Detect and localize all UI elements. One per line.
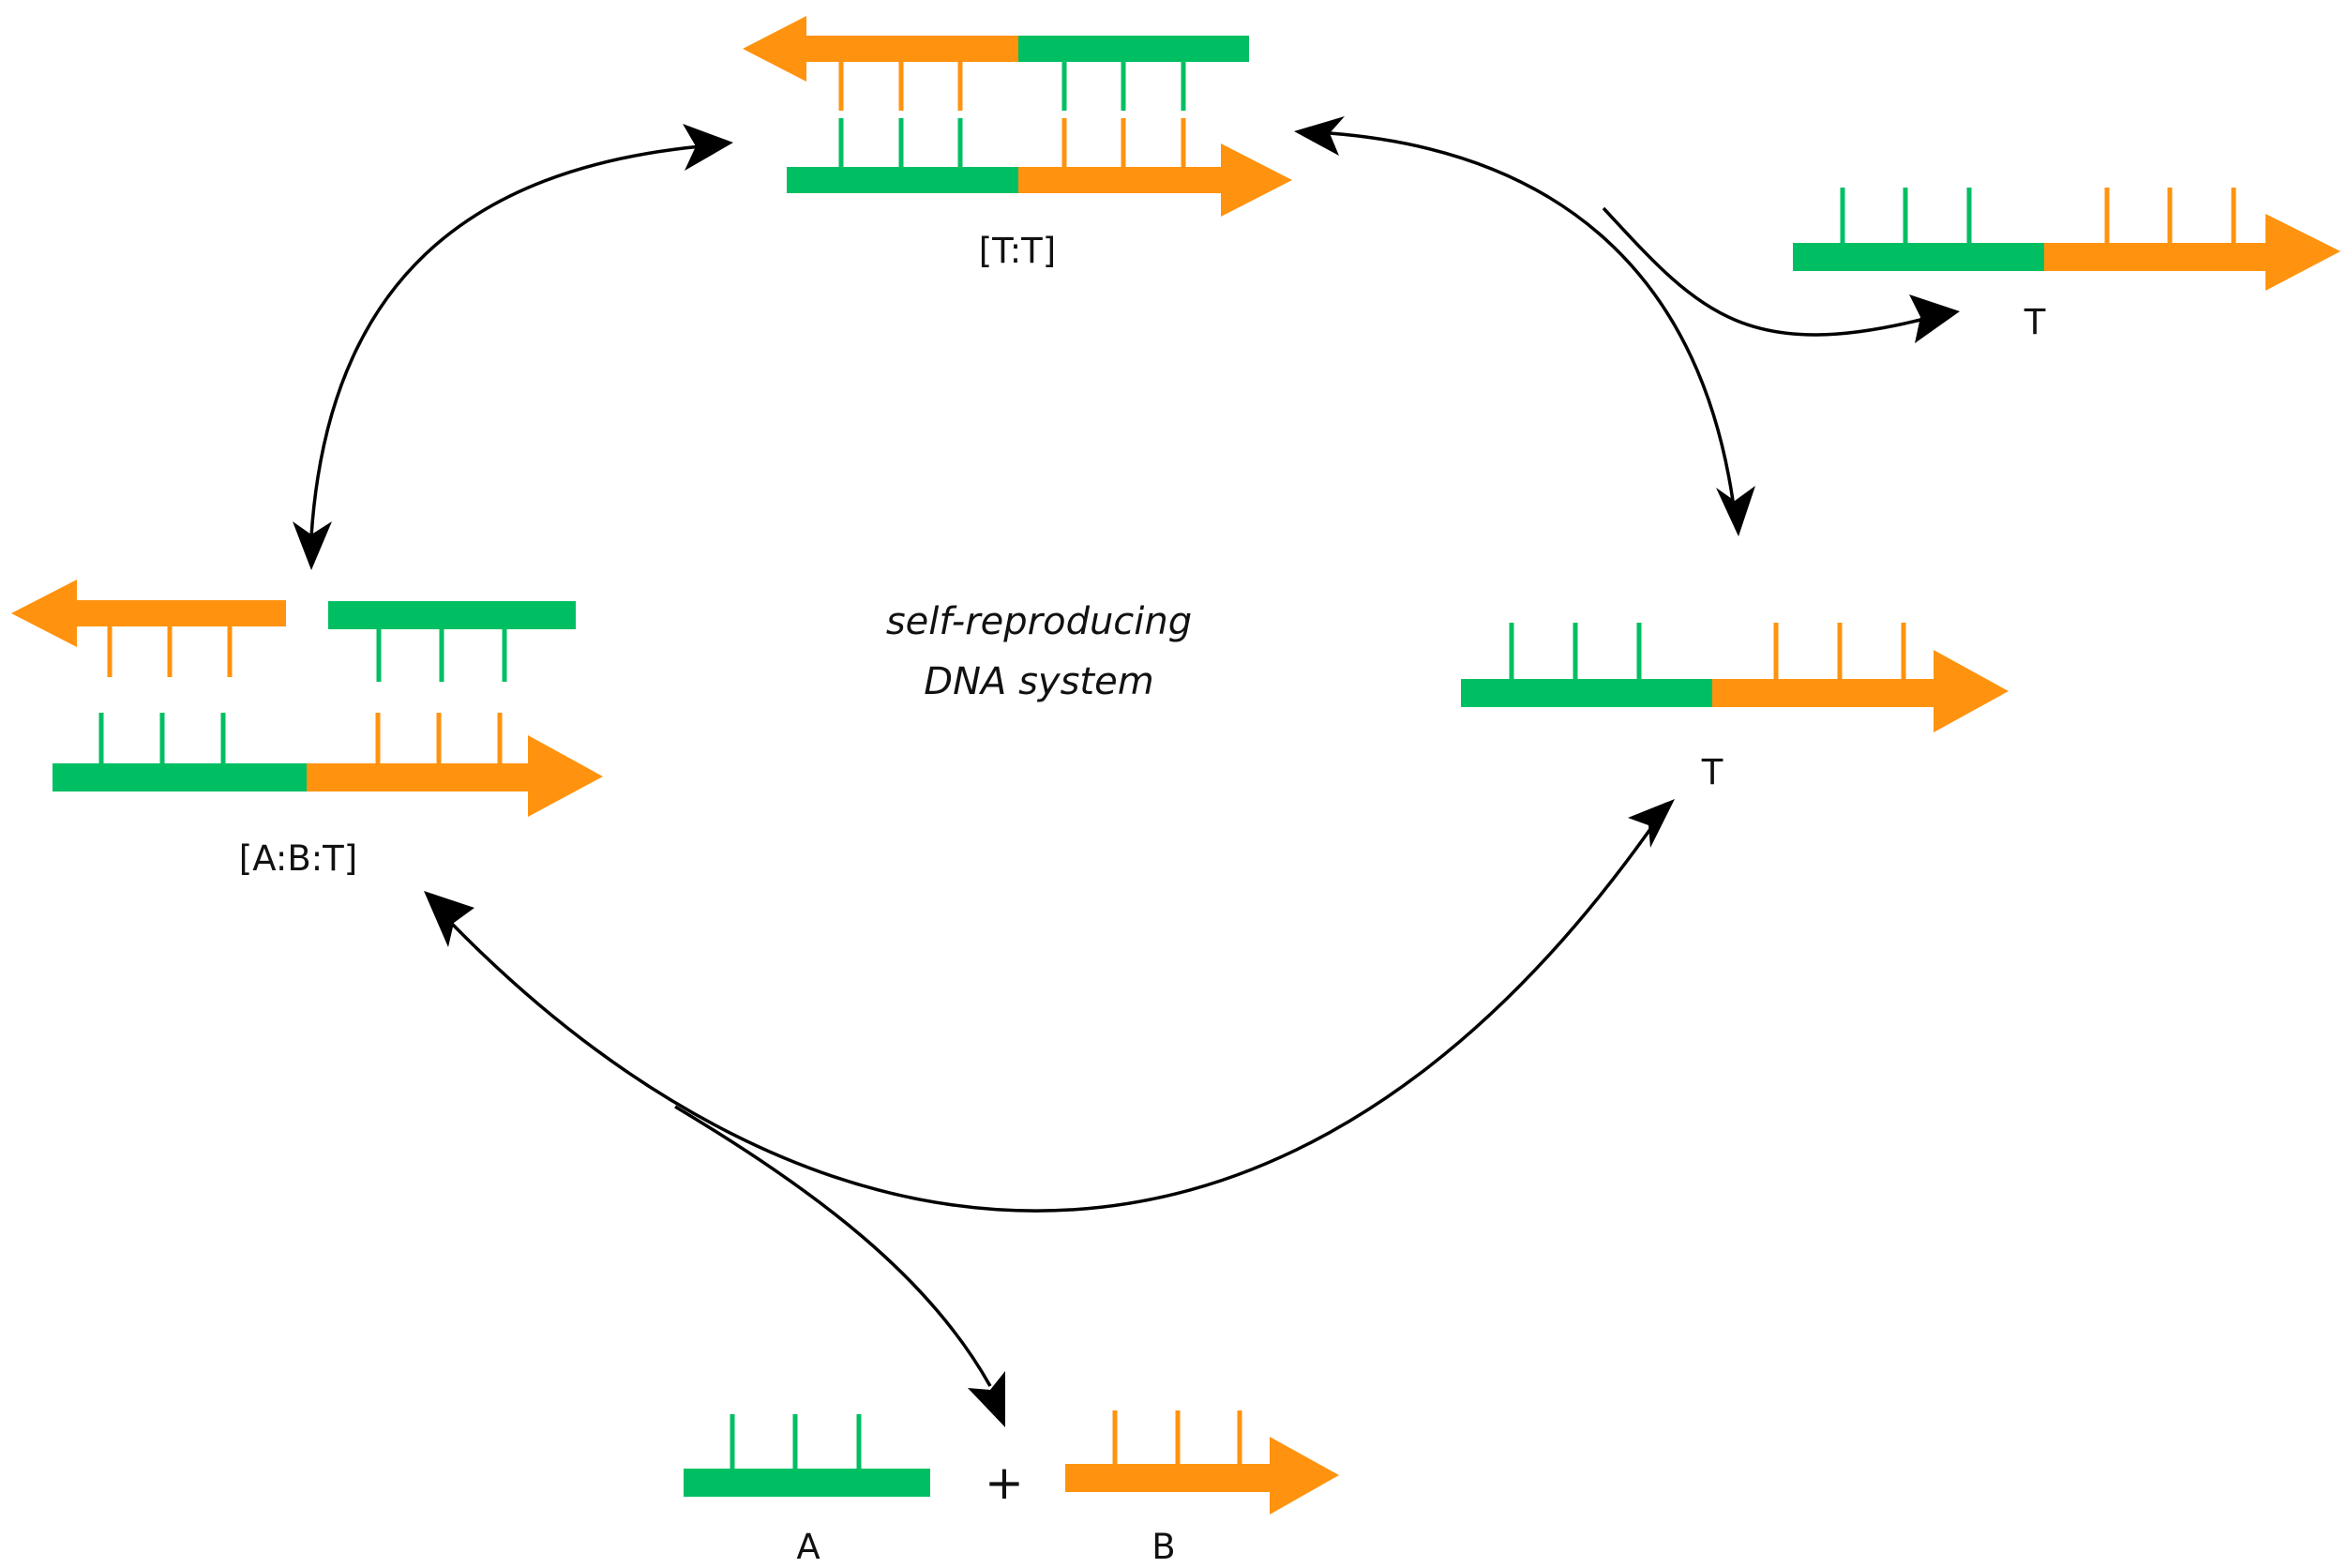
- green-bases: [730, 1414, 862, 1469]
- arrowhead-right: [1270, 1437, 1339, 1515]
- a-label: A: [796, 1527, 820, 1567]
- arrow-abt-to-template-loop: [424, 799, 1675, 1213]
- arrowhead: [968, 1371, 1005, 1427]
- released-template-strand: T: [1793, 188, 2340, 342]
- plus-sign: +: [985, 1455, 1024, 1510]
- orange-bases: [1061, 118, 1186, 167]
- arrowhead: [293, 521, 332, 570]
- arrowhead: [1909, 294, 1960, 343]
- arrow-release-t: [1602, 206, 1960, 343]
- abt-a-strand: [328, 601, 576, 682]
- orange-bases: [1773, 623, 1906, 679]
- abt-b-strand: [11, 580, 286, 677]
- template-t-label: T: [1701, 752, 1723, 792]
- orange-bases: [2104, 188, 2236, 243]
- orange-bases: [1112, 1410, 1242, 1465]
- arrowhead-right: [1221, 143, 1292, 217]
- arrowhead: [1628, 799, 1675, 848]
- arrowhead-right: [1934, 650, 2009, 732]
- tt-lower-strand: [787, 118, 1292, 217]
- arrowhead: [424, 891, 474, 947]
- tt-label: [T:T]: [979, 231, 1056, 271]
- orange-bases: [838, 62, 963, 111]
- abt-t-strand: [53, 713, 603, 817]
- abt-complex: [A:B:T]: [11, 580, 603, 879]
- free-strands: A + B: [684, 1410, 1339, 1567]
- green-bases: [98, 713, 226, 763]
- template-strand: T: [1461, 623, 2009, 792]
- green-bases: [1509, 623, 1642, 679]
- arrow-tt-to-template: [1294, 116, 1755, 536]
- released-t-label: T: [2024, 302, 2046, 342]
- strand-a: A: [684, 1414, 930, 1567]
- arrowhead: [683, 124, 733, 171]
- caption-line-2: DNA system: [924, 660, 1153, 703]
- arrow-abt-to-tt: [293, 124, 733, 570]
- tt-upper-strand: [743, 16, 1249, 111]
- abt-label: [A:B:T]: [239, 838, 357, 879]
- orange-bases: [107, 626, 233, 677]
- green-bases: [376, 629, 507, 682]
- green-bases: [1061, 62, 1186, 111]
- strand-b: B: [1065, 1410, 1339, 1567]
- arrowhead-left: [11, 580, 77, 647]
- arrowhead-right: [528, 735, 603, 817]
- green-bases: [1840, 188, 1972, 243]
- arrowhead: [1716, 486, 1755, 536]
- green-bases: [838, 118, 963, 167]
- caption-line-1: self-reproducing: [886, 600, 1192, 643]
- center-caption: self-reproducing DNA system: [886, 600, 1192, 703]
- reaction-arrows: [293, 116, 1960, 1427]
- orange-bases: [375, 713, 503, 763]
- tt-complex: [T:T]: [743, 16, 1292, 271]
- arrowhead-left: [743, 16, 806, 82]
- b-label: B: [1151, 1527, 1175, 1567]
- arrow-to-free-strands: [674, 1105, 1005, 1427]
- arrowhead-right: [2265, 214, 2340, 291]
- arrowhead: [1294, 116, 1345, 156]
